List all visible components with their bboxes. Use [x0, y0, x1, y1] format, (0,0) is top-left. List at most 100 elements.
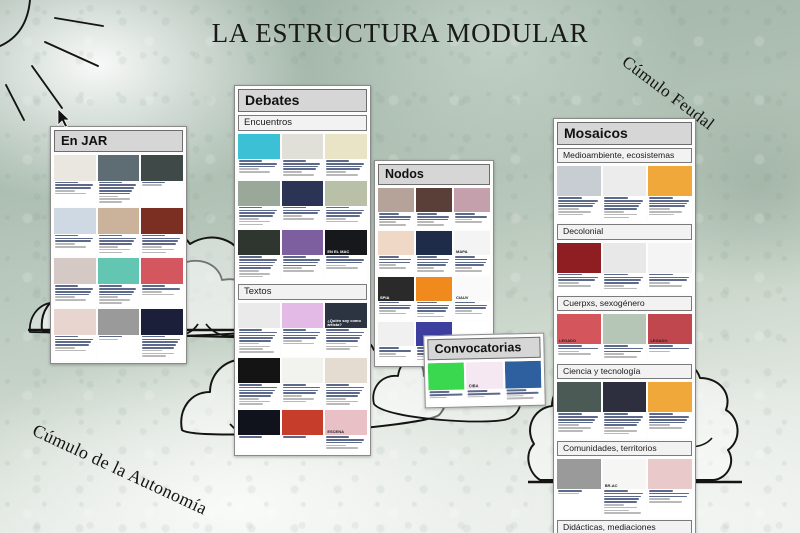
- card-caption: [141, 234, 183, 256]
- caption-line-secondary: [558, 211, 591, 213]
- card-caption: [454, 212, 490, 226]
- caption-line-secondary: [55, 189, 75, 192]
- caption-line: [417, 218, 448, 221]
- mosaic-card[interactable]: LEGADO: [557, 313, 601, 361]
- caption-line: [603, 199, 644, 202]
- mosaic-card[interactable]: [602, 382, 647, 438]
- caption-line: [142, 243, 177, 245]
- mosaic-card[interactable]: [325, 180, 367, 229]
- caption-line-secondary: [239, 272, 271, 275]
- thumbnail-grid: [54, 154, 183, 361]
- mosaic-card[interactable]: [97, 258, 140, 307]
- caption-line-secondary: [282, 342, 314, 345]
- caption-line: [55, 335, 78, 338]
- mosaic-card[interactable]: [602, 242, 647, 293]
- caption-line: [55, 187, 91, 189]
- thumbnail-overlay-text: CIBA: [468, 383, 479, 389]
- caption-line: [142, 335, 166, 338]
- card-thumbnail: [97, 154, 140, 181]
- card-thumbnail: [378, 322, 414, 347]
- mosaic-card[interactable]: [238, 230, 280, 281]
- caption-line: [558, 273, 583, 276]
- caption-line-secondary: [142, 184, 163, 187]
- mosaic-card[interactable]: [97, 154, 140, 206]
- caption-line-secondary: [142, 349, 163, 352]
- mosaic-card[interactable]: [378, 231, 414, 275]
- mosaic-card[interactable]: [378, 188, 414, 230]
- caption-line: [558, 347, 598, 350]
- mosaic-card[interactable]: [602, 313, 647, 361]
- mosaic-card[interactable]: [454, 188, 490, 230]
- mosaic-card[interactable]: [416, 276, 452, 321]
- mosaic-card[interactable]: SPIA: [378, 276, 414, 321]
- mosaic-card[interactable]: [416, 231, 452, 275]
- mosaic-card[interactable]: [238, 302, 280, 356]
- caption-line-secondary: [239, 342, 259, 345]
- thumbnail-overlay-text: CIAUV: [456, 295, 469, 300]
- mosaic-card[interactable]: [427, 362, 466, 405]
- mosaic-card[interactable]: [281, 358, 324, 409]
- mosaic-card[interactable]: [378, 322, 414, 364]
- card-caption: [282, 435, 324, 441]
- mosaic-card[interactable]: [557, 242, 601, 293]
- mosaic-card[interactable]: [97, 308, 140, 361]
- panel-convocatorias[interactable]: Convocatorias CIBA: [423, 332, 546, 409]
- mosaic-card[interactable]: [416, 188, 452, 230]
- mosaic-card[interactable]: [281, 134, 324, 179]
- mosaic-card[interactable]: [325, 134, 367, 179]
- mosaic-card[interactable]: [141, 308, 183, 361]
- caption-line-secondary: [98, 198, 130, 200]
- mosaic-card[interactable]: [602, 166, 647, 222]
- panel-en-jar[interactable]: En JAR: [50, 126, 187, 365]
- caption-line-secondary: [326, 342, 347, 345]
- mosaic-card[interactable]: [325, 358, 367, 409]
- mosaic-card[interactable]: [238, 410, 280, 453]
- mosaic-card[interactable]: [281, 302, 324, 356]
- mosaic-card[interactable]: [54, 154, 96, 206]
- mosaic-card[interactable]: LEGADO: [648, 313, 692, 361]
- mosaic-card[interactable]: CIBA: [466, 361, 504, 404]
- mosaic-card[interactable]: [238, 180, 280, 229]
- mosaic-card[interactable]: [557, 166, 601, 222]
- caption-line-secondary: [558, 430, 583, 432]
- mosaic-card[interactable]: [648, 459, 692, 518]
- mosaic-card[interactable]: [648, 382, 692, 438]
- card-thumbnail: [648, 242, 692, 273]
- mosaic-card[interactable]: CIAUV: [454, 276, 490, 321]
- caption-line: [98, 187, 135, 189]
- caption-line-secondary: [142, 248, 174, 251]
- mosaic-card[interactable]: [141, 154, 183, 206]
- mosaic-card[interactable]: [648, 242, 692, 293]
- mosaic-card[interactable]: ESCENA: [325, 410, 367, 453]
- mosaic-card[interactable]: ¿Quién soy como artista?: [325, 302, 367, 356]
- caption-line: [379, 350, 412, 352]
- mosaic-card[interactable]: [281, 180, 324, 229]
- mosaic-card[interactable]: BR-AC: [602, 459, 647, 518]
- mosaic-card[interactable]: [557, 459, 601, 518]
- mosaic-card[interactable]: [97, 207, 140, 257]
- caption-line: [239, 337, 273, 339]
- mosaic-card[interactable]: [238, 358, 280, 409]
- caption-line-secondary: [455, 267, 472, 269]
- caption-line-secondary: [603, 430, 637, 432]
- mosaic-card[interactable]: [281, 230, 324, 281]
- thumbnail-grid: [557, 382, 692, 438]
- mosaic-card[interactable]: [54, 207, 96, 257]
- thumbnail-overlay-text: ESCENA: [327, 430, 344, 435]
- mosaic-card[interactable]: [281, 410, 324, 453]
- caption-line-secondary: [417, 221, 434, 224]
- caption-line: [239, 165, 275, 168]
- mosaic-card[interactable]: MAPA: [454, 231, 490, 275]
- mosaic-card[interactable]: [141, 207, 183, 257]
- card-thumbnail: [281, 358, 324, 383]
- mosaic-card[interactable]: [557, 382, 601, 438]
- mosaic-card[interactable]: EN EL MAC: [325, 230, 367, 281]
- mosaic-card[interactable]: [54, 308, 96, 361]
- mosaic-card[interactable]: [54, 258, 96, 307]
- mosaic-card[interactable]: [504, 360, 542, 403]
- mosaic-card[interactable]: [141, 258, 183, 307]
- mosaic-card[interactable]: [648, 166, 692, 222]
- mosaic-card[interactable]: [238, 134, 280, 179]
